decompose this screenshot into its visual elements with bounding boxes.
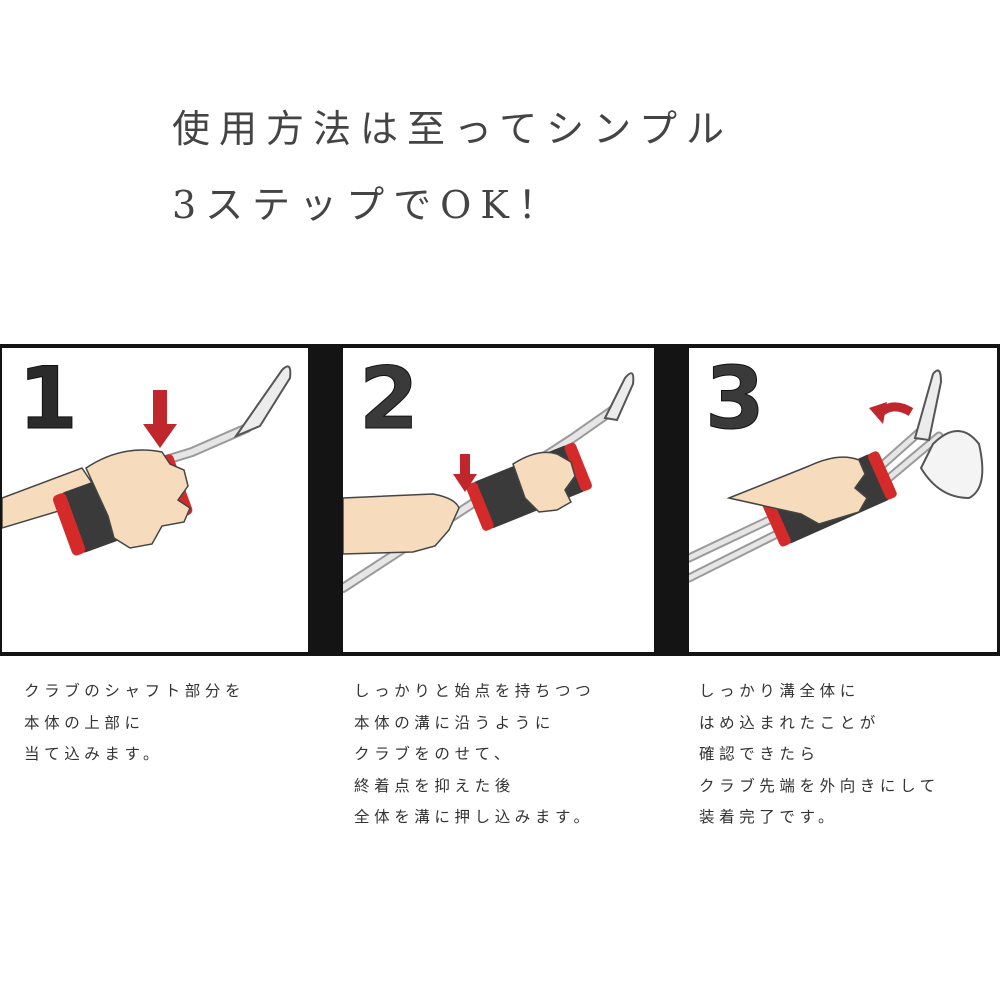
step-3-description: しっかり溝全体に はめ込まれたことが 確認できたら クラブ先端を外向きにして 装… (699, 676, 940, 834)
step-3-panel: 3 (689, 348, 997, 652)
step-1-illustration (2, 365, 292, 556)
golf-club-head (603, 372, 635, 422)
description-line: クラブ先端を外向きにして (699, 776, 940, 795)
step-2-illustration (343, 372, 635, 593)
description-line: 装着完了です。 (699, 808, 839, 826)
step-1-number: 1 (18, 349, 79, 449)
headline-line2: 3ステップでOK！ (172, 183, 565, 227)
description-line: しっかり溝全体に (699, 682, 860, 700)
down-arrow-icon (143, 390, 177, 448)
description-line: 当て込みます。 (24, 745, 164, 763)
golf-club-head-rotated (919, 430, 984, 500)
headline-line1: 使用方法は至ってシンプル (172, 107, 733, 151)
down-arrow-icon (453, 454, 477, 492)
description-line: 確認できたら (699, 745, 820, 763)
step-3-number: 3 (705, 349, 766, 449)
step-2-number: 2 (359, 349, 420, 449)
description-line: しっかりと始点を持ちつつ (354, 682, 596, 700)
description-line: 全体を溝に押し込みます。 (354, 808, 594, 826)
hand-illustration (85, 449, 191, 549)
description-line: クラブのシャフト部分を (24, 682, 246, 700)
step-3-illustration (689, 369, 984, 583)
hand-illustration (512, 451, 576, 513)
step-1-panel: 1 (2, 348, 308, 652)
step-1-description: クラブのシャフト部分を 本体の上部に 当て込みます。 (24, 676, 245, 771)
hand-illustration (343, 493, 460, 555)
description-line: クラブをのせて、 (354, 745, 515, 763)
golf-club-head (233, 365, 292, 439)
step-2-description: しっかりと始点を持ちつつ 本体の溝に沿うように クラブをのせて、 終着点を抑えた… (354, 676, 595, 834)
description-line: はめ込まれたことが (699, 713, 880, 732)
description-line: 本体の溝に沿うように (354, 713, 556, 732)
description-line: 終着点を抑えた後 (354, 776, 515, 795)
description-line: 本体の上部に (24, 713, 145, 732)
hand-illustration (726, 456, 868, 525)
golf-club-head (913, 369, 943, 442)
step-2-panel: 2 (343, 348, 654, 652)
